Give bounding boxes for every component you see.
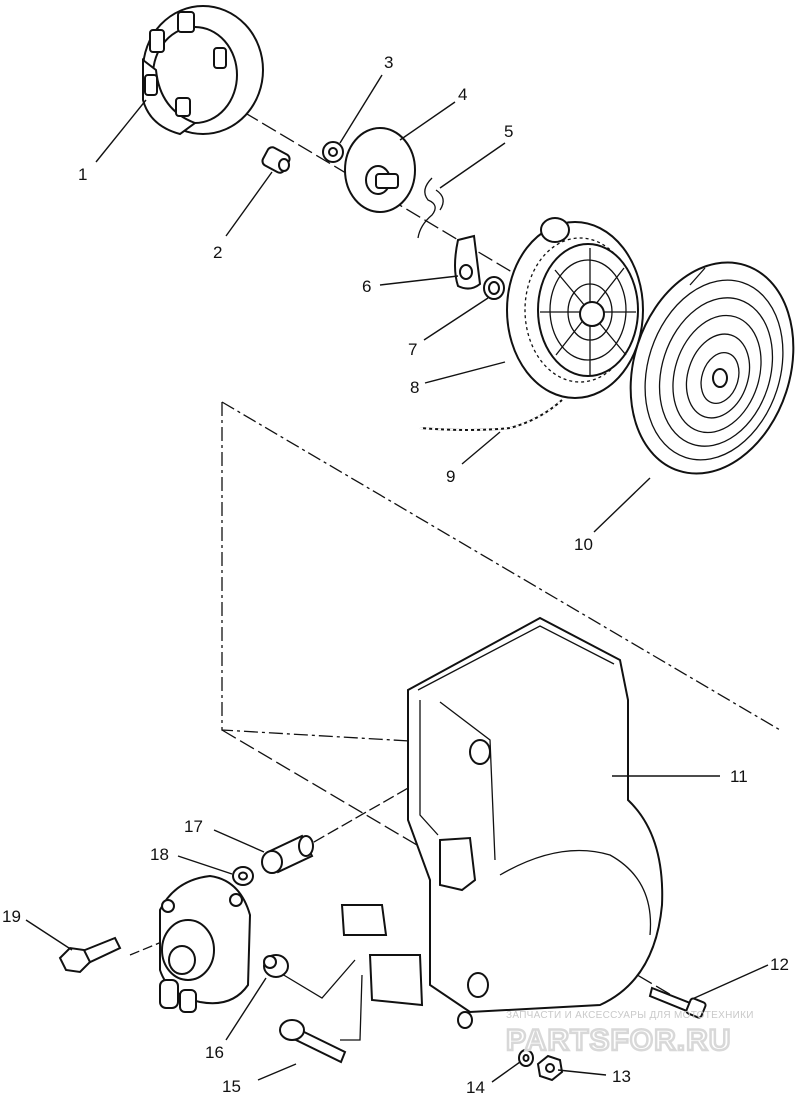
spacer (261, 834, 314, 874)
long-bolt (648, 986, 707, 1019)
callout-16: 16 (205, 1043, 224, 1062)
recoil-spring (629, 261, 795, 475)
leader-10 (593, 477, 651, 533)
callout-12: 12 (770, 955, 789, 974)
leader-2 (225, 171, 273, 237)
leader-lines (25, 74, 769, 1083)
callout-17: 17 (184, 817, 203, 836)
pawl-spring (483, 276, 505, 300)
watermark: ЗАПЧАСТИ И АКСЕССУАРЫ ДЛЯ МОТОТЕХНИКИ PA… (505, 1010, 754, 1058)
watermark-tagline: ЗАПЧАСТИ И АКСЕССУАРЫ ДЛЯ МОТОТЕХНИКИ (506, 1010, 754, 1021)
leader-14 (491, 1061, 521, 1083)
blower-housing (340, 616, 664, 1029)
leader-8 (424, 361, 506, 384)
callout-9: 9 (446, 467, 455, 486)
starter-rope (419, 399, 563, 431)
callout-2: 2 (213, 243, 222, 262)
leader-13 (557, 1069, 607, 1076)
grommet (232, 866, 254, 886)
callout-7: 7 (408, 340, 417, 359)
callout-labels: 1 2 3 4 5 6 7 8 9 10 11 12 13 14 15 16 1… (2, 53, 789, 1097)
friction-plate (344, 127, 416, 213)
callout-6: 6 (362, 277, 371, 296)
bolt (279, 1019, 347, 1064)
callout-1: 1 (78, 165, 87, 184)
callout-3: 3 (384, 53, 393, 72)
callout-4: 4 (458, 85, 467, 104)
fuel-pump (159, 874, 252, 1013)
leader-1 (95, 99, 147, 163)
flange-bolt (58, 936, 122, 974)
leader-17 (213, 829, 265, 853)
clip-spring (417, 177, 444, 239)
callout-5: 5 (504, 122, 513, 141)
callout-19: 19 (2, 907, 21, 926)
leader-18 (177, 855, 233, 875)
lock-nut (322, 141, 344, 163)
callout-18: 18 (150, 845, 169, 864)
callout-13: 13 (612, 1067, 631, 1086)
leader-6 (379, 275, 459, 286)
leader-15 (257, 1063, 297, 1081)
watermark-logo: PARTSFOR.RU (506, 1024, 731, 1057)
washer (518, 1049, 534, 1067)
pawl (454, 234, 482, 290)
callout-10: 10 (574, 535, 593, 554)
callout-15: 15 (222, 1077, 241, 1096)
small-nut (261, 146, 291, 174)
leader-9 (461, 431, 501, 465)
leader-4 (399, 101, 456, 141)
leader-19 (25, 919, 73, 951)
leader-16 (225, 977, 267, 1041)
callout-8: 8 (410, 378, 419, 397)
rope-reel (506, 217, 644, 399)
callout-11: 11 (730, 767, 748, 786)
leader-3 (339, 74, 383, 144)
leader-5 (439, 142, 506, 189)
leader-7 (423, 297, 489, 341)
callout-14: 14 (466, 1078, 485, 1097)
spring-nut (263, 954, 289, 978)
hex-nut (536, 1054, 564, 1082)
leader-12 (689, 964, 769, 1001)
pulley-cup (142, 5, 264, 136)
